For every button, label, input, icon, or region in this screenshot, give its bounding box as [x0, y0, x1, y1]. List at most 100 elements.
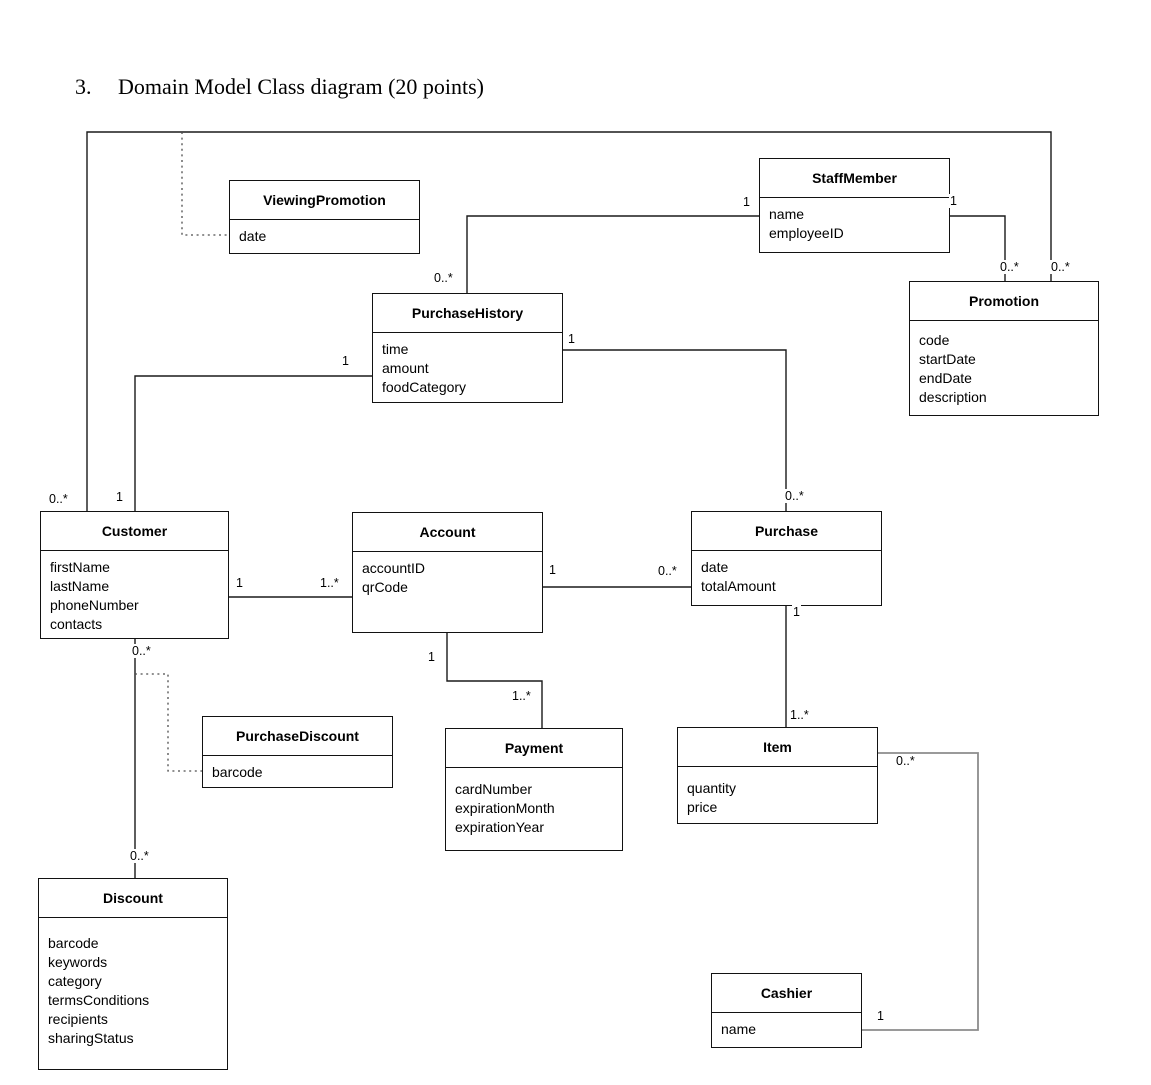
mult-customer-purchasehistory-customer-end: 1 — [115, 490, 124, 504]
class-title: ViewingPromotion — [230, 181, 419, 220]
heading-text: Domain Model Class diagram (20 points) — [118, 74, 485, 99]
connector-viewingpromotion-dashed — [181, 132, 229, 236]
class-title: Customer — [41, 512, 228, 551]
mult-item-cashier-item-end: 0..* — [895, 754, 916, 768]
mult-item-cashier-cashier-end: 1 — [876, 1009, 885, 1023]
attribute: quantity — [687, 780, 737, 796]
class-title: Cashier — [712, 974, 861, 1013]
attribute: keywords — [48, 954, 108, 970]
attribute: code — [919, 332, 950, 348]
attribute: description — [919, 389, 987, 405]
class-payment: Payment cardNumber expirationMonth expir… — [445, 728, 623, 851]
class-purchasehistory: PurchaseHistory time amount foodCategory — [372, 293, 563, 403]
page-title: 3. Domain Model Class diagram (20 points) — [75, 74, 484, 100]
attribute: barcode — [48, 935, 99, 951]
mult-customer-promotion-customer-end: 0..* — [48, 492, 69, 506]
class-title: Purchase — [692, 512, 881, 551]
attribute: time — [382, 341, 409, 357]
class-title: PurchaseHistory — [373, 294, 562, 333]
connector-account-payment — [446, 633, 543, 728]
class-attributes: accountID qrCode — [353, 552, 542, 597]
attribute: date — [239, 228, 267, 244]
mult-staffmember-promotion-staff-end: 1 — [949, 194, 958, 208]
attribute: barcode — [212, 764, 263, 780]
mult-staffmember-purchasehistory-history-end: 0..* — [433, 271, 454, 285]
connector-item-cashier — [862, 752, 979, 1031]
attribute: expirationYear — [455, 819, 544, 835]
attribute: totalAmount — [701, 578, 776, 594]
class-title: Discount — [39, 879, 227, 918]
attribute: name — [721, 1021, 757, 1037]
attribute: endDate — [919, 370, 972, 386]
mult-purchase-item-purchase-end: 1 — [792, 605, 801, 619]
class-attributes: name — [712, 1013, 861, 1039]
class-account: Account accountID qrCode — [352, 512, 543, 633]
class-title: Promotion — [910, 282, 1098, 321]
mult-customer-account-account-end: 1..* — [319, 576, 340, 590]
class-promotion: Promotion code startDate endDate descrip… — [909, 281, 1099, 416]
mult-account-payment-account-end: 1 — [427, 650, 436, 664]
connector-customer-promotion — [86, 131, 1052, 511]
attribute: employeeID — [769, 225, 844, 241]
attribute: category — [48, 973, 102, 989]
connector-purchasehistory-purchase — [563, 349, 787, 511]
connector-staffmember-purchasehistory — [466, 215, 759, 293]
attribute: recipients — [48, 1011, 108, 1027]
mult-customer-discount-discount-end: 0..* — [129, 849, 150, 863]
attribute: firstName — [50, 559, 110, 575]
class-attributes: code startDate endDate description — [910, 321, 1098, 407]
class-purchase: Purchase date totalAmount — [691, 511, 882, 606]
attribute: contacts — [50, 616, 103, 632]
class-attributes: date — [230, 220, 419, 246]
class-item: Item quantity price — [677, 727, 878, 824]
mult-purchasehistory-purchase-purchase-end: 0..* — [784, 489, 805, 503]
mult-purchasehistory-purchase-history-end: 1 — [567, 332, 576, 346]
class-attributes: barcode keywords category termsCondition… — [39, 918, 227, 1048]
class-purchasediscount: PurchaseDiscount barcode — [202, 716, 393, 788]
mult-staffmember-purchasehistory-staff-end: 1 — [742, 195, 751, 209]
class-staffmember: StaffMember name employeeID — [759, 158, 950, 253]
attribute: startDate — [919, 351, 976, 367]
mult-customer-discount-customer-end: 0..* — [131, 644, 152, 658]
attribute: lastName — [50, 578, 110, 594]
attribute: name — [769, 206, 805, 222]
class-title: Item — [678, 728, 877, 767]
connector-staffmember-promotion — [950, 215, 1006, 281]
class-attributes: date totalAmount — [692, 551, 881, 596]
attribute: phoneNumber — [50, 597, 139, 613]
connector-purchasediscount-dashed — [135, 673, 202, 772]
class-cashier: Cashier name — [711, 973, 862, 1048]
attribute: cardNumber — [455, 781, 533, 797]
connector-customer-purchasehistory — [134, 375, 372, 511]
attribute: amount — [382, 360, 429, 376]
attribute: price — [687, 799, 718, 815]
mult-account-purchase-account-end: 1 — [548, 563, 557, 577]
mult-customer-purchasehistory-history-end: 1 — [341, 354, 350, 368]
mult-staffmember-promotion-promotion-end: 0..* — [999, 260, 1020, 274]
class-viewingpromotion: ViewingPromotion date — [229, 180, 420, 254]
mult-account-payment-payment-end: 1..* — [511, 689, 532, 703]
class-attributes: barcode — [203, 756, 392, 782]
class-attributes: firstName lastName phoneNumber contacts — [41, 551, 228, 634]
class-attributes: quantity price — [678, 767, 877, 817]
class-title: StaffMember — [760, 159, 949, 198]
class-title: PurchaseDiscount — [203, 717, 392, 756]
attribute: sharingStatus — [48, 1030, 134, 1046]
class-attributes: name employeeID — [760, 198, 949, 243]
attribute: accountID — [362, 560, 426, 576]
heading-number: 3. — [75, 74, 92, 99]
mult-customer-account-customer-end: 1 — [235, 576, 244, 590]
class-customer: Customer firstName lastName phoneNumber … — [40, 511, 229, 639]
attribute: date — [701, 559, 729, 575]
attribute: termsConditions — [48, 992, 150, 1008]
class-attributes: cardNumber expirationMonth expirationYea… — [446, 768, 622, 837]
attribute: foodCategory — [382, 379, 467, 395]
class-attributes: time amount foodCategory — [373, 333, 562, 397]
class-discount: Discount barcode keywords category terms… — [38, 878, 228, 1070]
class-title: Account — [353, 513, 542, 552]
class-title: Payment — [446, 729, 622, 768]
mult-purchase-item-item-end: 1..* — [789, 708, 810, 722]
mult-account-purchase-purchase-end: 0..* — [657, 564, 678, 578]
